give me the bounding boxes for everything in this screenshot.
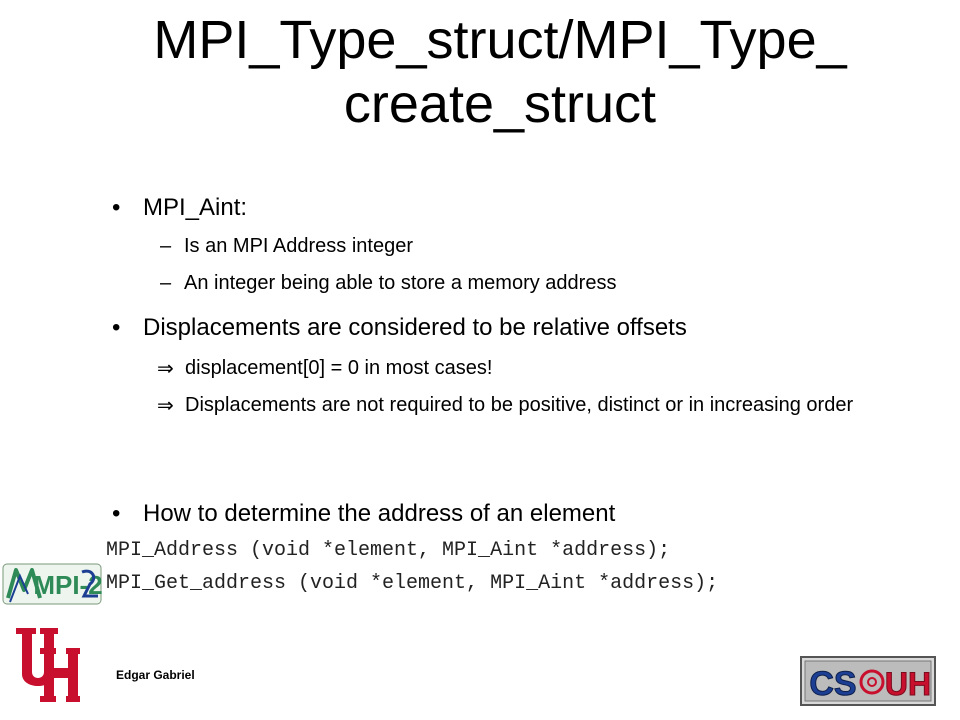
bullet-mpi-aint: • MPI_Aint: — [112, 193, 248, 223]
implication-text: displacement[0] = 0 in most cases! — [185, 357, 493, 379]
bullet-marker: • — [112, 500, 121, 527]
title-line-1: MPI_Type_struct/MPI_Type_ — [153, 10, 847, 70]
code-line: MPI_Address (void *element, MPI_Aint *ad… — [106, 539, 671, 562]
bullet-text: Displacements are considered to be relat… — [143, 314, 687, 341]
implies-arrow-icon: ⇒ — [157, 393, 174, 417]
bullet-marker: • — [112, 194, 121, 221]
uh-logo: UH — [16, 628, 80, 702]
sub-item-text: An integer being able to store a memory … — [184, 272, 617, 294]
bullet-text: MPI_Aint: — [143, 194, 248, 221]
code-line: MPI_Get_address (void *element, MPI_Aint… — [106, 572, 719, 595]
cs-uh-logo: CS UH — [800, 656, 936, 706]
author-name: Edgar Gabriel — [116, 668, 195, 682]
implication-item: ⇒ displacement[0] = 0 in most cases! — [157, 355, 885, 381]
dash-marker: – — [160, 272, 172, 294]
implication-text: Displacements are not required to be pos… — [185, 394, 854, 416]
sub-item: – Is an MPI Address integer — [160, 233, 414, 259]
sub-item: – An integer being able to store a memor… — [160, 270, 617, 296]
sub-item-text: Is an MPI Address integer — [184, 235, 414, 257]
title-line-2: create_struct — [343, 74, 657, 134]
dash-marker: – — [160, 235, 172, 257]
implication-item: ⇒ Displacements are not required to be p… — [157, 392, 885, 418]
cs-logo-text: CS — [809, 665, 856, 703]
slide-title: MPI_Type_struct/MPI_Type_ create_struct — [60, 8, 940, 136]
implies-arrow-icon: ⇒ — [157, 356, 174, 380]
bullet-marker: • — [112, 314, 121, 341]
bullet-displacements: • Displacements are considered to be rel… — [112, 313, 687, 343]
mpi2-logo: MPI-2 — [2, 563, 102, 605]
bullet-text: How to determine the address of an eleme… — [143, 500, 616, 527]
uh-logo-text: UH — [885, 666, 931, 702]
bullet-address: • How to determine the address of an ele… — [112, 499, 616, 529]
